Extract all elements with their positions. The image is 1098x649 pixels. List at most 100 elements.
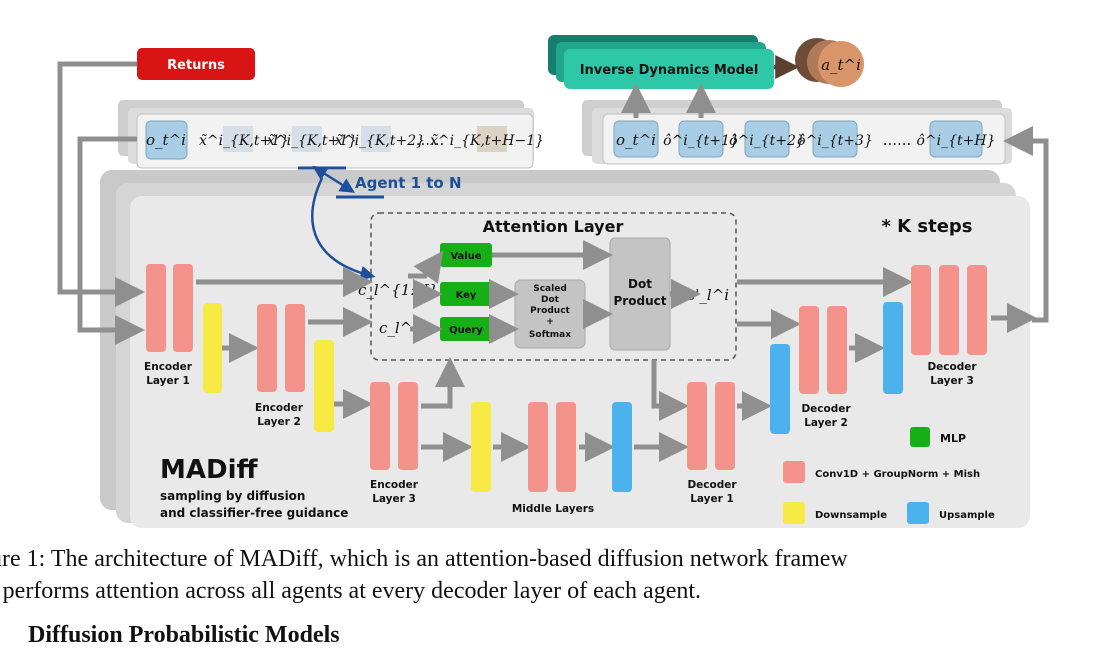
- encoder3-label: Layer 3: [372, 493, 416, 505]
- history-sequence: o_t^i x̃^i_{K,t+1} x̃^i_{K,t+1} x̃^i_{K,…: [145, 120, 544, 160]
- section-heading: Diffusion Probabilistic Models: [28, 622, 340, 648]
- history-token: x̃^i_{K,t+2}: [335, 133, 425, 149]
- legend-downsample-swatch: [783, 502, 805, 524]
- history-token: x̃^i_{K,t+H−1}: [430, 133, 544, 149]
- obs-token: [145, 120, 188, 160]
- key-box: [440, 282, 492, 306]
- conv-block: [556, 402, 576, 492]
- noisy-token-patch: [223, 126, 253, 152]
- output-token: [929, 120, 983, 158]
- history-token: x̃^i_{K,t+1}: [267, 133, 357, 149]
- legend-mlp-label: MLP: [940, 432, 966, 445]
- conv-block: [939, 265, 959, 355]
- conv-block: [528, 402, 548, 492]
- legend-upsample-swatch: [907, 502, 929, 524]
- output-token-label: ô^i_{t+2}: [729, 133, 805, 149]
- scaled-dot-line: Dot: [541, 295, 560, 305]
- returns-label: Returns: [167, 58, 225, 73]
- madiff-title: MADiff: [160, 455, 258, 485]
- output-token: [613, 120, 659, 158]
- conv-block: [370, 382, 390, 470]
- decoder3-label: Decoder: [927, 361, 977, 373]
- decoder2-label: Layer 2: [804, 417, 848, 429]
- encoder1-label: Layer 1: [146, 375, 190, 387]
- conv-block: [967, 265, 987, 355]
- conv-block: [911, 265, 931, 355]
- c-prime-label: c'_l^i: [687, 286, 729, 304]
- returns-box: [137, 48, 255, 80]
- dot-product-line: Dot: [628, 277, 652, 291]
- output-token: [678, 120, 724, 158]
- history-token: o_t^i: [146, 131, 186, 149]
- madiff-subtitle: and classifier-free guidance: [160, 506, 348, 520]
- decoder2-label: Decoder: [801, 403, 851, 415]
- noisy-token-patch: [361, 126, 391, 152]
- conv-block: [257, 304, 277, 392]
- inverse-dynamics-label: Inverse Dynamics Model: [580, 63, 759, 78]
- history-token: x̃^i_{K,t+1}: [199, 133, 289, 149]
- agent-link-label: Agent 1 to N: [355, 174, 462, 192]
- output-token-label: ......: [883, 131, 912, 149]
- value-box: [440, 243, 492, 267]
- output-token-label: ô^i_{t+1}: [663, 133, 739, 149]
- legend-conv-label: Conv1D + GroupNorm + Mish: [815, 469, 980, 480]
- output-token: [744, 120, 790, 158]
- legend-upsample-label: Upsample: [939, 510, 995, 521]
- conv-block: [146, 264, 166, 352]
- decoder3-label: Layer 3: [930, 375, 974, 387]
- scaled-dot-line: Softmax: [529, 330, 571, 340]
- encoder3-label: Encoder: [370, 479, 419, 491]
- value-label: Value: [450, 251, 481, 262]
- caption-line-1: ure 1: The architecture of MADiff, which…: [0, 546, 848, 572]
- output-token-label: ô^i_{t+3}: [797, 133, 873, 149]
- history-token: ......: [416, 131, 445, 149]
- c-i-label: c_l^i: [379, 319, 417, 337]
- output-token-label: o_t^i: [616, 131, 656, 149]
- action-label: a_t^i: [821, 56, 861, 74]
- conv-block: [827, 306, 847, 394]
- conv-block: [715, 382, 735, 470]
- inverse-dynamics-box: [564, 49, 774, 89]
- scaled-dot-line: +: [546, 317, 554, 327]
- conv-block: [799, 306, 819, 394]
- noisy-token-patch: [292, 126, 322, 152]
- k-steps-label: * K steps: [881, 216, 972, 237]
- encoder1-label: Encoder: [144, 361, 193, 373]
- network-arrows: [196, 267, 1038, 462]
- dot-product-line: Product: [614, 294, 667, 308]
- scaled-dot-line: Scaled: [533, 284, 567, 294]
- downsample-block: [471, 402, 491, 492]
- middle-layers-label: Middle Layers: [512, 503, 594, 515]
- output-sequence: o_t^i ô^i_{t+1} ô^i_{t+2} ô^i_{t+3} ....…: [613, 120, 996, 158]
- scaled-dot-line: Product: [530, 306, 570, 316]
- conv-block: [398, 382, 418, 470]
- legend: MLP Conv1D + GroupNorm + Mish Downsample…: [783, 427, 995, 524]
- upsample-block: [612, 402, 632, 492]
- conv-block: [285, 304, 305, 392]
- encoder2-label: Encoder: [255, 402, 304, 414]
- decoder1-label: Layer 1: [690, 493, 734, 505]
- madiff-architecture-diagram: o_t^i x̃^i_{K,t+1} x̃^i_{K,t+1} x̃^i_{K,…: [57, 35, 1049, 528]
- query-label: Query: [449, 325, 483, 336]
- legend-conv-swatch: [783, 461, 805, 483]
- encoder2-label: Layer 2: [257, 416, 301, 428]
- upsample-block: [883, 302, 903, 394]
- downsample-block: [203, 303, 222, 393]
- figure-caption: ure 1: The architecture of MADiff, which…: [0, 543, 1098, 607]
- downsample-block: [314, 340, 334, 432]
- upsample-block: [770, 344, 790, 434]
- attention-layer-label: Attention Layer: [483, 217, 624, 236]
- feedback-arrow: [1002, 126, 1049, 323]
- output-token-label: ô^i_{t+H}: [916, 133, 995, 149]
- query-box: [440, 317, 492, 341]
- output-token: [812, 120, 858, 158]
- decoder1-label: Decoder: [687, 479, 737, 491]
- madiff-subtitle: sampling by diffusion: [160, 489, 305, 503]
- key-label: Key: [456, 290, 477, 301]
- conv-block: [173, 264, 193, 352]
- noisy-token-patch: [477, 126, 507, 152]
- action-circle: [818, 41, 864, 87]
- legend-mlp-swatch: [910, 427, 930, 447]
- legend-downsample-label: Downsample: [815, 510, 887, 521]
- attention-arrows: [408, 240, 702, 344]
